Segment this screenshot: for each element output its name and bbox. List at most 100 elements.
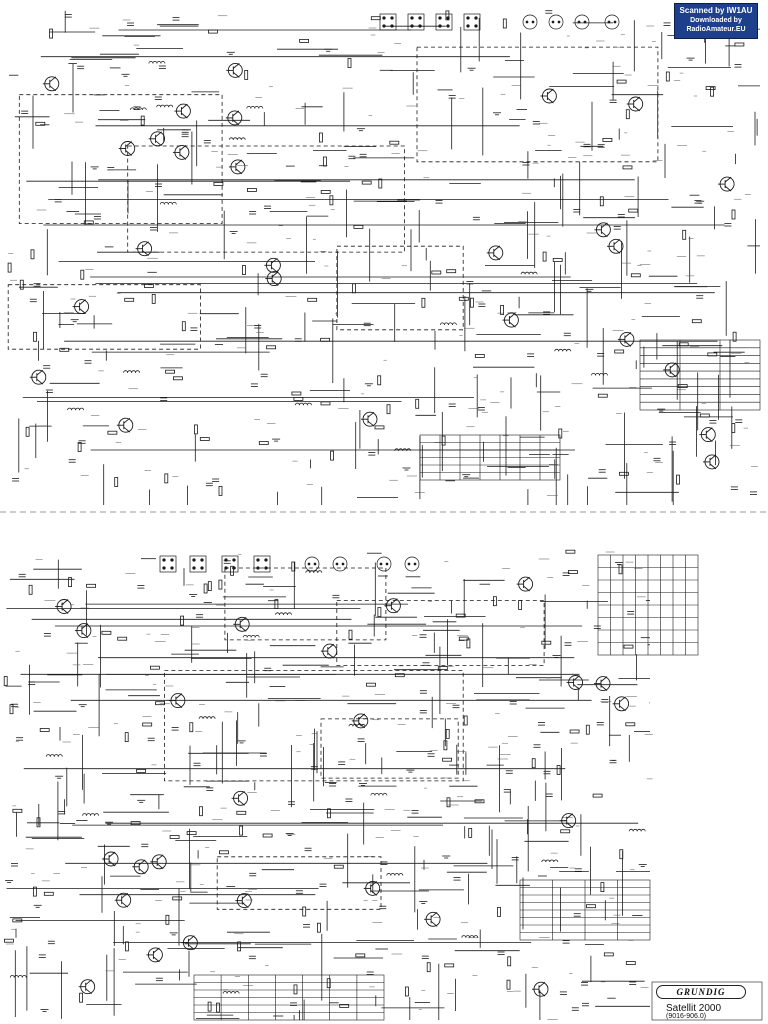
- capacitor: [303, 924, 310, 928]
- capacitor: [155, 977, 163, 982]
- capacitor: [411, 810, 419, 814]
- resistor: [114, 477, 119, 487]
- pinout-pin: [224, 558, 228, 562]
- transistor-layer: [29, 62, 735, 997]
- capacitor: [559, 991, 567, 995]
- pinout-square: [189, 555, 207, 573]
- capacitor: [627, 611, 635, 615]
- transistor-lead: [271, 257, 278, 264]
- resistor: [25, 426, 30, 437]
- resistor: [33, 331, 37, 342]
- transistor-lead: [79, 299, 86, 305]
- resistor: [431, 270, 442, 275]
- transistor-symbol: [114, 892, 132, 908]
- resistor: [274, 599, 279, 609]
- transistor-lead: [175, 702, 183, 708]
- transistor-lead: [669, 362, 677, 369]
- resistor: [437, 666, 448, 670]
- resistor: [552, 258, 563, 262]
- data-table: [597, 554, 699, 656]
- resistor: [299, 39, 310, 43]
- resistor: [136, 769, 147, 773]
- coil-turn: [317, 570, 323, 573]
- coil: [246, 106, 264, 109]
- resistor: [165, 914, 170, 925]
- coil: [45, 754, 63, 757]
- coil: [148, 61, 166, 64]
- capacitor: [629, 981, 637, 985]
- resistor: [326, 978, 331, 989]
- transistor-symbol: [181, 935, 198, 951]
- ground-symbol: [324, 48, 333, 52]
- capacitor: [574, 868, 582, 872]
- transistor-lead: [430, 911, 438, 918]
- resistor: [389, 140, 400, 145]
- ground-symbol: [686, 57, 695, 61]
- transistor-lead: [619, 705, 626, 712]
- coil-turn: [360, 723, 366, 727]
- ground-symbol: [442, 855, 451, 859]
- resistor: [142, 722, 153, 727]
- transistor-symbol: [566, 675, 584, 690]
- resistor: [80, 269, 85, 280]
- transistor-symbol: [351, 713, 369, 729]
- resistor: [203, 583, 208, 594]
- transistor-symbol: [516, 576, 534, 592]
- data-table: [193, 974, 385, 1021]
- capacitor: [522, 162, 530, 166]
- transistor-lead: [600, 676, 608, 682]
- resistor: [492, 596, 497, 607]
- resistor: [258, 441, 269, 445]
- resistor: [625, 961, 636, 965]
- capacitor: [43, 633, 51, 637]
- capacitor: [47, 940, 55, 945]
- transistor-symbol: [172, 144, 190, 160]
- transistor-symbol: [486, 245, 504, 261]
- resistor: [353, 224, 364, 229]
- coil: [554, 348, 572, 352]
- resistor: [366, 682, 376, 687]
- resistor: [502, 18, 507, 29]
- transistor-lead: [188, 944, 195, 951]
- capacitor: [596, 722, 604, 726]
- resistor: [186, 831, 197, 835]
- capacitor: [250, 383, 258, 387]
- transistor-lead: [724, 176, 732, 183]
- pinout-pin: [413, 562, 417, 566]
- pinout-pin: [438, 24, 442, 28]
- resistor: [616, 79, 627, 84]
- resistor: [474, 353, 485, 358]
- pinout-outline: [253, 555, 271, 573]
- capacitor: [54, 198, 62, 203]
- capacitor: [532, 121, 540, 125]
- pinout-case: [332, 556, 348, 572]
- pinout-square: [435, 13, 453, 31]
- coil: [228, 137, 246, 140]
- coil-turn: [141, 107, 147, 110]
- resistor: [468, 828, 473, 838]
- capacitor: [419, 634, 427, 638]
- resistor: [59, 347, 70, 352]
- resistor: [445, 10, 450, 21]
- resistor: [597, 393, 608, 398]
- ground-symbol: [638, 864, 647, 867]
- capacitor: [543, 311, 551, 315]
- capacitor: [478, 303, 486, 307]
- transistor-lead: [142, 241, 149, 248]
- module-boundary: [336, 600, 545, 666]
- transistor-lead: [566, 813, 573, 819]
- resistor: [140, 115, 145, 126]
- ground-symbol: [493, 112, 501, 116]
- transistor-lead: [153, 956, 160, 963]
- resistor: [531, 758, 536, 769]
- transistor-symbol: [72, 299, 90, 315]
- ground-symbol: [169, 932, 178, 936]
- capacitor: [212, 478, 220, 482]
- coil-turn: [640, 828, 646, 832]
- transistor-symbol: [703, 454, 720, 470]
- resistor: [691, 319, 702, 324]
- ground-symbol: [585, 288, 594, 292]
- resistor: [710, 86, 714, 97]
- transistor-lead: [49, 76, 57, 83]
- capacitor: [509, 701, 517, 705]
